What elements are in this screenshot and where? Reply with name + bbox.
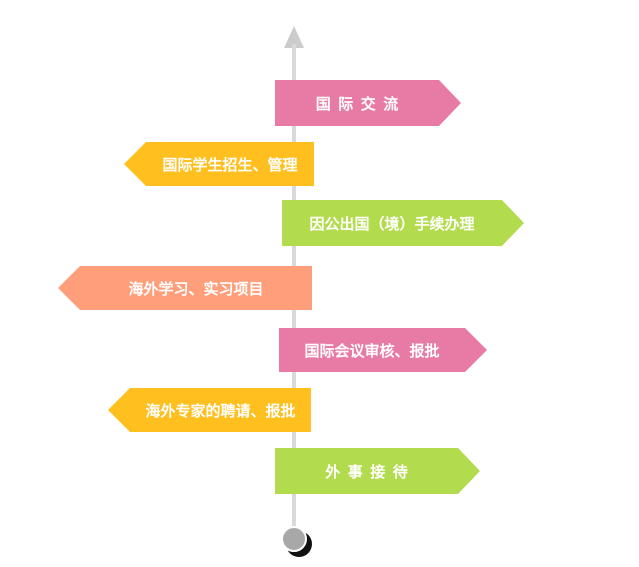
sign-international-student-admission: 国际学生招生、管理	[124, 142, 314, 186]
sign-label: 海外专家的聘请、报批	[145, 401, 296, 420]
sign-international-conference-approval: 国际会议审核、报批	[279, 328, 487, 372]
sign-label: 国际学生招生、管理	[162, 155, 298, 174]
sign-label: 国际交流	[315, 94, 406, 113]
sign-foreign-expert-hiring: 海外专家的聘请、报批	[108, 388, 311, 432]
pole-base	[281, 526, 307, 552]
sign-international-exchange: 国际交流	[275, 80, 461, 126]
sign-label: 国际会议审核、报批	[304, 341, 440, 360]
sign-label: 外事接待	[325, 462, 416, 481]
sign-foreign-affairs-reception: 外事接待	[275, 448, 480, 494]
sign-label: 因公出国（境）手续办理	[309, 214, 475, 233]
sign-overseas-study-internship: 海外学习、实习项目	[58, 266, 312, 310]
sign-outbound-travel-procedures: 因公出国（境）手续办理	[282, 200, 524, 246]
pole-arrow-up-icon	[284, 26, 304, 48]
sign-label: 海外学习、实习项目	[128, 279, 264, 298]
